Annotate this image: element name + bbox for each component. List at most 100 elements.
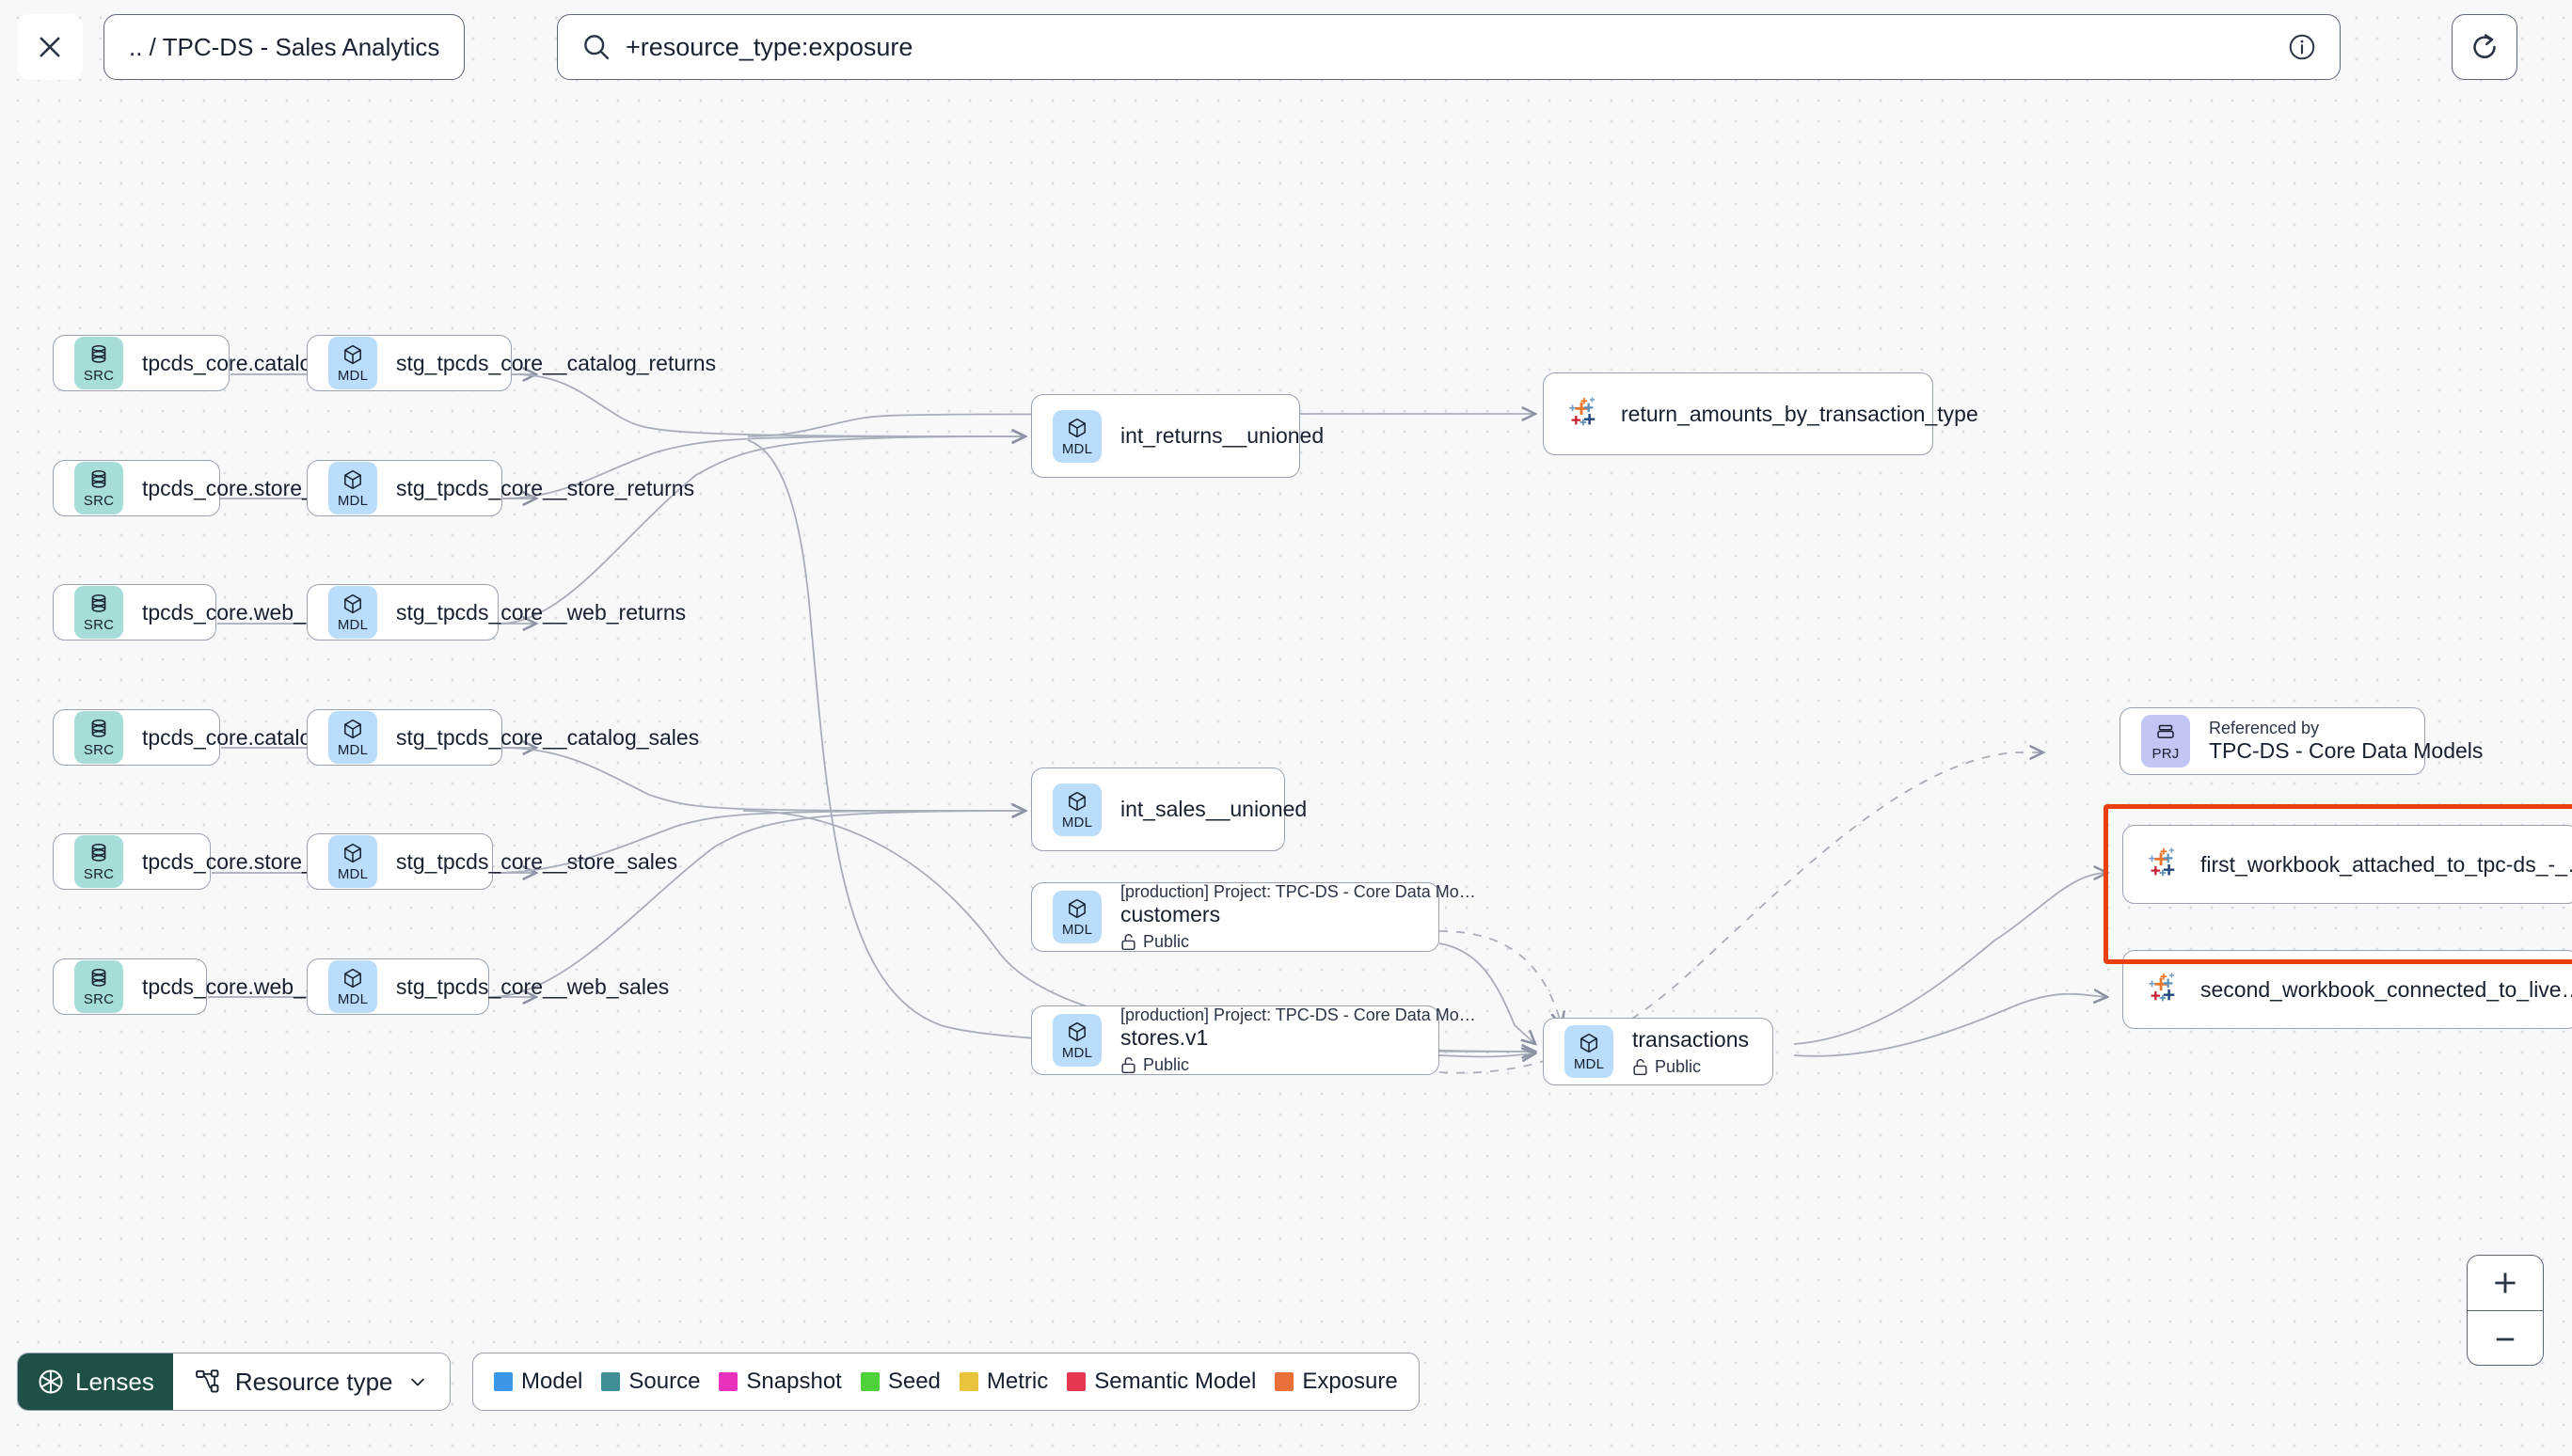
mdl-badge-text: MDL — [337, 742, 369, 758]
node-body: [production] Project: TPC-DS - Core Data… — [1120, 1005, 1476, 1075]
node-exposure-second-workbook[interactable]: second_workbook_connected_to_live… — [2122, 950, 2572, 1029]
node-title: second_workbook_connected_to_live… — [2200, 976, 2572, 1002]
node-body: tpcds_core.web_sales — [142, 974, 357, 1000]
search-input[interactable]: +resource_type:exposure — [626, 32, 913, 61]
node-model-stg-catalog-returns[interactable]: MDL stg_tpcds_core__catalog_returns — [307, 335, 716, 391]
node-body: stg_tpcds_core__web_returns — [396, 600, 686, 625]
mdl-badge: MDL — [1053, 409, 1102, 463]
legend-label: Exposure — [1302, 1369, 1398, 1394]
database-icon — [91, 470, 106, 488]
legend-item-semantic-model[interactable]: Semantic Model — [1067, 1369, 1256, 1395]
node-title: stg_tpcds_core__web_returns — [396, 599, 687, 625]
stack-icon — [2157, 724, 2174, 738]
cube-icon — [1580, 1033, 1597, 1053]
node-exposure-first-workbook[interactable]: first_workbook_attached_to_tpc-ds_-_… — [2122, 825, 2572, 904]
node-source-catalog-sales[interactable]: SRC tpcds_core.catalog_sales — [53, 709, 387, 766]
src-badge: SRC — [74, 337, 123, 389]
node-access-label: Public — [1143, 1055, 1190, 1074]
node-source-web-returns[interactable]: SRC tpcds_core.web_returns — [53, 584, 373, 641]
mdl-badge: MDL — [1053, 783, 1102, 836]
src-badge: SRC — [74, 960, 123, 1013]
cube-icon — [1069, 791, 1086, 811]
database-icon — [91, 594, 106, 612]
unlock-icon — [1121, 1057, 1135, 1074]
legend-item-snapshot[interactable]: Snapshot — [719, 1369, 842, 1395]
mdl-badge-text: MDL — [1061, 440, 1093, 457]
tableau-icon — [1569, 397, 1596, 426]
node-project-referenced-by[interactable]: PRJ Referenced by TPC-DS - Core Data Mod… — [2120, 707, 2483, 775]
search-icon — [584, 35, 610, 60]
database-icon — [91, 844, 106, 862]
node-referenced-by-label: Referenced by — [2209, 719, 2320, 737]
node-model-transactions[interactable]: MDL transactions Public — [1543, 1018, 1773, 1085]
src-badge-text: SRC — [83, 368, 115, 384]
mdl-badge-text: MDL — [1061, 814, 1093, 831]
resource-type-dropdown[interactable]: Resource type — [172, 1353, 450, 1410]
mdl-badge: MDL — [328, 711, 377, 764]
node-model-int-sales-unioned[interactable]: MDL int_sales__unioned — [1031, 768, 1307, 851]
node-title: stores.v1 — [1120, 1025, 1209, 1050]
node-source-web-sales[interactable]: SRC tpcds_core.web_sales — [53, 958, 357, 1015]
node-body: return_amounts_by_transaction_type — [1621, 402, 1978, 427]
node-model-stg-web-sales[interactable]: MDL stg_tpcds_core__web_sales — [307, 958, 669, 1015]
node-model-stg-store-sales[interactable]: MDL stg_tpcds_core__store_sales — [307, 833, 677, 890]
legend-label: Model — [521, 1369, 583, 1394]
node-model-stg-catalog-sales[interactable]: MDL stg_tpcds_core__catalog_sales — [307, 709, 699, 766]
legend-item-metric[interactable]: Metric — [959, 1369, 1048, 1395]
legend-item-model[interactable]: Model — [494, 1369, 582, 1395]
mdl-badge: MDL — [328, 960, 377, 1013]
node-model-stg-web-returns[interactable]: MDL stg_tpcds_core__web_returns — [307, 584, 686, 641]
node-body: second_workbook_connected_to_live… — [2200, 977, 2572, 1003]
minus-icon — [2496, 1337, 2515, 1340]
node-model-stg-store-returns[interactable]: MDL stg_tpcds_core__store_returns — [307, 460, 694, 516]
unlock-icon — [1633, 1058, 1647, 1075]
legend-swatch — [1067, 1372, 1087, 1391]
node-body: int_sales__unioned — [1120, 797, 1307, 822]
legend-swatch — [494, 1372, 513, 1391]
legend-swatch — [601, 1372, 621, 1391]
node-source-store-sales[interactable]: SRC tpcds_core.store_sales — [53, 833, 365, 890]
cube-icon — [344, 593, 361, 614]
node-body: first_workbook_attached_to_tpc-ds_-_… — [2200, 852, 2572, 878]
plus-icon — [2495, 1273, 2516, 1293]
zoom-in-button[interactable] — [2468, 1256, 2543, 1311]
cube-icon — [1069, 418, 1086, 437]
zoom-out-button[interactable] — [2468, 1311, 2543, 1365]
node-source-store-returns[interactable]: SRC tpcds_core.store_returns — [53, 460, 381, 516]
refresh-button[interactable] — [2452, 14, 2517, 80]
zoom-controls — [2467, 1255, 2544, 1366]
node-title: stg_tpcds_core__catalog_sales — [396, 724, 700, 750]
node-body: [production] Project: TPC-DS - Core Data… — [1120, 882, 1476, 952]
node-title: stg_tpcds_core__store_returns — [396, 475, 695, 500]
breadcrumb[interactable]: .. / TPC-DS - Sales Analytics — [103, 14, 466, 80]
mdl-badge-text: MDL — [337, 368, 369, 384]
info-icon[interactable] — [2287, 32, 2317, 62]
legend-item-exposure[interactable]: Exposure — [1275, 1369, 1398, 1395]
node-project-label: [production] Project: TPC-DS - Core Data… — [1120, 1005, 1476, 1024]
nodes-icon — [196, 1369, 219, 1393]
node-body: tpcds_core.web_returns — [142, 600, 373, 625]
node-model-int-returns-unioned[interactable]: MDL int_returns__unioned — [1031, 394, 1324, 478]
node-model-stores-v1[interactable]: MDL [production] Project: TPC-DS - Core … — [1031, 1005, 1476, 1075]
lenses-button[interactable]: Lenses — [18, 1353, 173, 1410]
legend-item-seed[interactable]: Seed — [860, 1369, 941, 1395]
node-body: transactions Public — [1632, 1027, 1752, 1077]
legend-label: Snapshot — [746, 1369, 842, 1394]
top-toolbar: .. / TPC-DS - Sales Analytics +resource_… — [0, 0, 2572, 111]
node-model-customers[interactable]: MDL [production] Project: TPC-DS - Core … — [1031, 882, 1476, 952]
cube-icon — [344, 469, 361, 490]
tableau-icon — [2149, 973, 2175, 1002]
mdl-badge-text: MDL — [1061, 922, 1093, 938]
node-body: tpcds_core.catalog_returns — [142, 351, 403, 376]
node-body: stg_tpcds_core__web_sales — [396, 974, 669, 1000]
node-title: stg_tpcds_core__catalog_returns — [396, 350, 717, 375]
close-button[interactable] — [17, 14, 83, 80]
legend-swatch — [860, 1372, 880, 1391]
legend-item-source[interactable]: Source — [601, 1369, 700, 1395]
node-body: tpcds_core.catalog_sales — [142, 725, 387, 751]
search-bar[interactable]: +resource_type:exposure — [557, 14, 2341, 80]
node-exposure-return-amounts[interactable]: return_amounts_by_transaction_type — [1543, 372, 1978, 455]
node-source-catalog-returns[interactable]: SRC tpcds_core.catalog_returns — [53, 335, 403, 391]
